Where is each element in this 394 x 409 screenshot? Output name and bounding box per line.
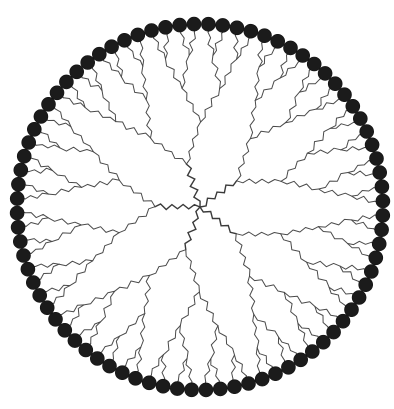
terminal-group: [49, 312, 63, 326]
terminal-group: [375, 180, 389, 194]
terminal-group: [33, 288, 47, 302]
terminal-group: [40, 301, 54, 315]
terminal-group: [230, 21, 244, 35]
terminal-group: [59, 75, 73, 89]
terminal-group: [187, 17, 201, 31]
terminal-group: [27, 122, 41, 136]
terminal-group: [372, 237, 386, 251]
terminal-group: [34, 110, 48, 124]
terminal-group: [365, 138, 379, 152]
terminal-group: [50, 86, 64, 100]
terminal-group: [294, 353, 308, 367]
terminal-group: [170, 382, 184, 396]
terminal-group: [68, 334, 82, 348]
terminal-group: [129, 371, 143, 385]
terminal-group: [346, 99, 360, 113]
terminal-group: [338, 88, 352, 102]
terminal-group: [281, 360, 295, 374]
terminal-group: [159, 20, 173, 34]
terminal-group: [118, 33, 132, 47]
terminal-group: [13, 235, 27, 249]
terminal-group: [26, 276, 40, 290]
terminal-group: [258, 29, 272, 43]
terminal-group: [14, 163, 28, 177]
terminal-group: [271, 34, 285, 48]
terminal-group: [81, 56, 95, 70]
terminal-group: [70, 65, 84, 79]
terminal-group: [79, 343, 93, 357]
terminal-group: [145, 24, 159, 38]
terminal-group: [216, 18, 230, 32]
terminal-group: [213, 382, 227, 396]
terminal-group: [305, 345, 319, 359]
terminal-group: [105, 40, 119, 54]
terminal-group: [10, 192, 24, 206]
terminal-group: [92, 47, 106, 61]
terminal-group: [364, 265, 378, 279]
terminal-group: [327, 325, 341, 339]
terminal-group: [11, 177, 25, 191]
terminal-group: [103, 359, 117, 373]
terminal-group: [185, 383, 199, 397]
terminal-group: [296, 49, 310, 63]
terminal-group: [353, 112, 367, 126]
terminal-group: [21, 262, 35, 276]
terminal-group: [10, 206, 24, 220]
terminal-group: [199, 383, 213, 397]
terminal-group: [284, 41, 298, 55]
terminal-group: [352, 291, 366, 305]
terminal-group: [375, 223, 389, 237]
terminal-group: [316, 335, 330, 349]
terminal-group: [244, 24, 258, 38]
terminal-group: [376, 194, 390, 208]
terminal-group: [360, 125, 374, 139]
terminal-group: [156, 379, 170, 393]
terminal-group: [42, 97, 56, 111]
terminal-group: [369, 251, 383, 265]
terminal-group: [269, 367, 283, 381]
terminal-group: [370, 152, 384, 166]
terminal-group: [142, 376, 156, 390]
terminal-group: [115, 366, 129, 380]
terminal-group: [373, 166, 387, 180]
terminal-group: [173, 18, 187, 32]
terminal-group: [11, 220, 25, 234]
terminal-group: [58, 323, 72, 337]
terminal-group: [228, 380, 242, 394]
terminal-group: [131, 28, 145, 42]
terminal-group: [376, 208, 390, 222]
terminal-group: [307, 57, 321, 71]
terminal-group: [17, 149, 31, 163]
terminal-group: [359, 278, 373, 292]
terminal-group: [201, 17, 215, 31]
terminal-group: [22, 136, 36, 150]
terminal-group: [242, 377, 256, 391]
terminal-group: [336, 314, 350, 328]
terminal-group: [318, 66, 332, 80]
terminal-group: [17, 249, 31, 263]
terminal-group: [345, 303, 359, 317]
terminal-group: [90, 352, 104, 366]
terminal-group: [255, 372, 269, 386]
terminal-group: [328, 77, 342, 91]
